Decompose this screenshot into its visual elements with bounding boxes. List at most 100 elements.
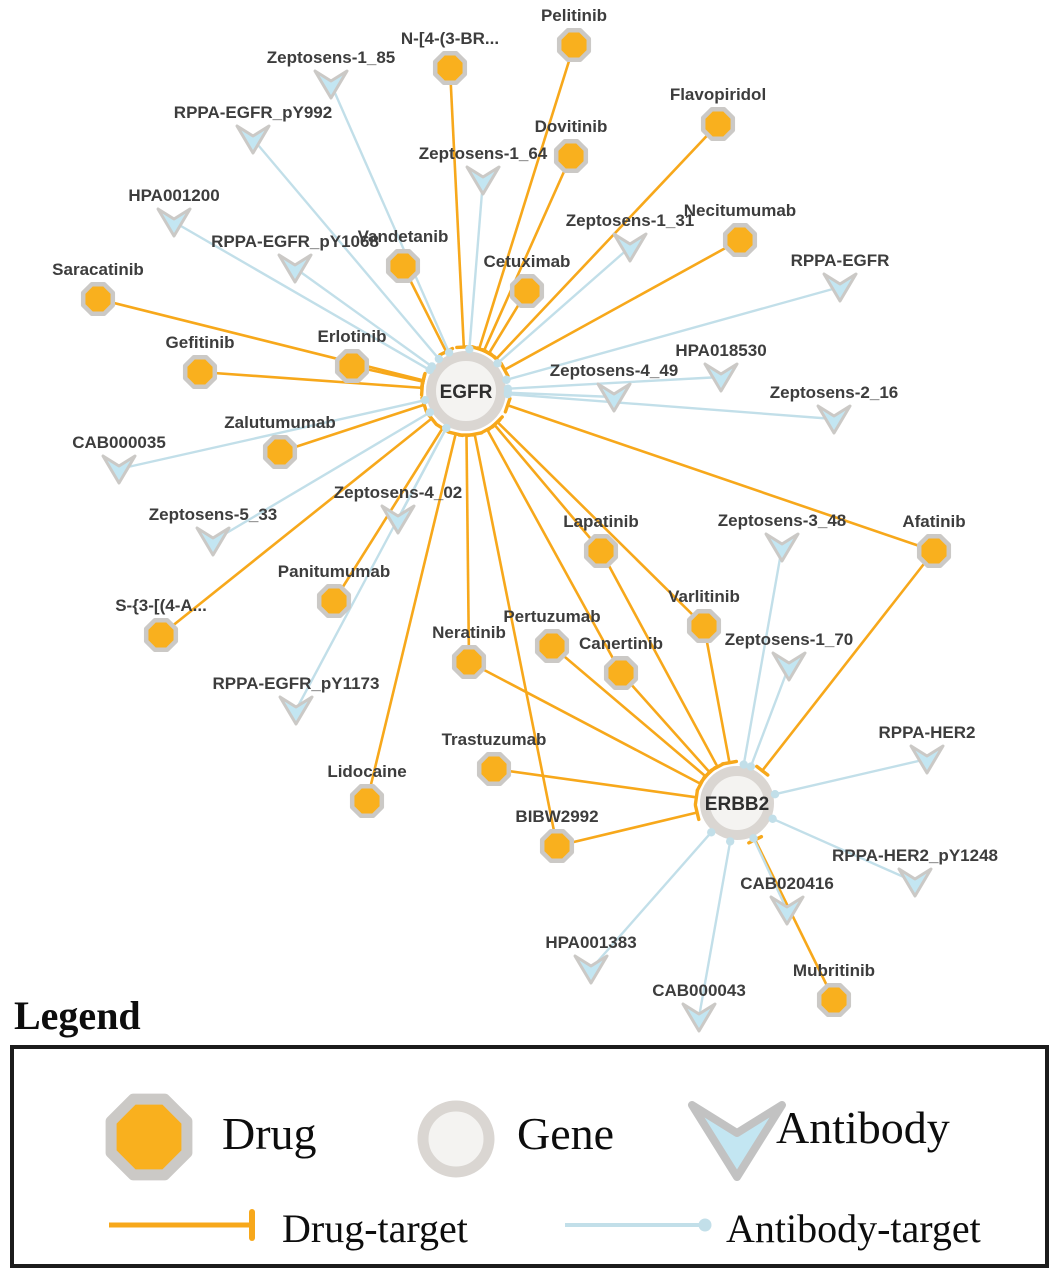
drug-node [182,354,218,390]
antibody-node [277,253,313,284]
edge-antibody-target [507,392,835,421]
edge-dot-marker [502,375,511,384]
antibody-label: Zeptosens-1_31 [566,211,695,230]
edge-tee-marker [693,788,700,806]
edge-tee-marker [693,804,701,822]
antibody-label: Zeptosens-2_16 [770,383,899,402]
edges-layer [97,44,936,1018]
drug-node [262,434,298,470]
antibody-node [612,232,648,263]
antibody-node [278,695,314,726]
gene-name-label: ERBB2 [705,794,769,815]
antibody-label: Zeptosens-1_70 [725,630,854,649]
edge-dot-marker [442,423,451,433]
edge-markers-layer [419,344,780,846]
labels-layer: EGFRERBB2Zeptosens-1_85RPPA-EGFR_pY992HP… [52,6,998,1000]
edge-drug-target [551,645,707,778]
gene-name-label: EGFR [440,382,493,403]
edge-drug-target [753,839,836,1001]
drug-node [385,248,421,284]
edge-antibody-target [697,841,732,1018]
antibody-label: HPA001200 [128,186,219,205]
edge-tee-marker [479,424,496,435]
drug-label: Saracatinib [52,260,144,279]
antibody-node [703,362,739,393]
edge-drug-target [493,767,697,799]
edge-antibody-target [118,399,426,471]
drug-label: BIBW2992 [515,807,598,826]
drug-node [722,222,758,258]
antibody-label: Zeptosens-4_02 [334,483,463,502]
edge-dot-marker [493,359,502,368]
legend-drug-label: Drug [222,1108,317,1159]
edge-antibody-target [590,831,713,970]
edge-drug-target [486,428,623,674]
drug-label: Lidocaine [327,762,406,781]
drug-node [476,751,512,787]
antibody-label: RPPA-EGFR_pY992 [174,103,332,122]
edge-drug-target [199,370,423,390]
edge-drug-target [761,550,936,772]
edge-tee-marker [695,776,706,792]
edge-drug-target [473,433,559,847]
drug-label: Vandetanib [358,227,449,246]
edge-dot-marker [425,408,435,417]
antibody-label: CAB000035 [72,433,166,452]
edge-drug-target [97,297,424,382]
drug-label: Varlitinib [668,587,740,606]
nodes-layer [80,27,952,1033]
gene-circle-icon [417,1100,495,1178]
edge-tee-marker [481,348,497,359]
edge-drug-target [279,403,425,454]
antibody-node [596,382,632,413]
edge-drug-target [465,434,471,663]
edge-tee-marker [466,431,484,438]
edge-antibody-target [507,375,722,390]
antibody-label: RPPA-EGFR [791,251,890,270]
edge-drug-target [448,67,466,348]
legend-box: Drug Gene Antibody Drug-target Antibody-… [10,1045,1049,1268]
edge-tee-marker [702,766,717,779]
edge-antibody-target [772,817,916,884]
edge-dot-marker [770,790,780,799]
drug-label: Necitumumab [684,201,796,220]
antibody-label: Zeptosens-4_49 [550,361,679,380]
drug-node [334,348,370,384]
drug-target-line-icon [109,1209,255,1241]
edge-dot-marker [768,814,777,824]
drug-node [80,281,116,317]
legend-gene-label: Gene [517,1108,615,1159]
drug-label: Flavopiridol [670,85,766,104]
drug-node [916,533,952,569]
edge-dot-marker [465,344,474,354]
edge-antibody-target [506,285,841,381]
drug-label: Afatinib [902,512,965,531]
legend-antibody-label: Antibody [776,1102,950,1153]
antibody-node [909,744,945,775]
edge-antibody-target [294,267,433,368]
antibody-node [380,504,416,535]
gene-node [426,351,506,431]
antibody-node [235,124,271,155]
edge-antibody-target [752,837,789,911]
drug-label: Neratinib [432,623,506,642]
edge-tee-marker [447,430,465,438]
edge-drug-target [365,433,457,802]
edge-dot-marker [434,354,444,364]
edge-antibody-target [329,83,451,354]
drug-octagon-icon [105,1093,193,1181]
drug-label: Gefitinib [166,333,235,352]
gene-node [700,766,774,840]
antibody-node [681,1002,717,1033]
drug-node [583,533,619,569]
drug-label: N-[4-(3-BR... [401,29,499,48]
edge-tee-marker [755,764,770,777]
antibody-label: Zeptosens-3_48 [718,511,847,530]
edge-dot-marker [444,348,454,357]
edge-drug-target [507,404,935,553]
drug-node [556,27,592,63]
antibody-label: RPPA-EGFR_pY1173 [213,674,380,693]
drug-label: Erlotinib [318,327,387,346]
drug-label: Panitumumab [278,562,390,581]
antibody-label: Zeptosens-5_33 [149,505,278,524]
